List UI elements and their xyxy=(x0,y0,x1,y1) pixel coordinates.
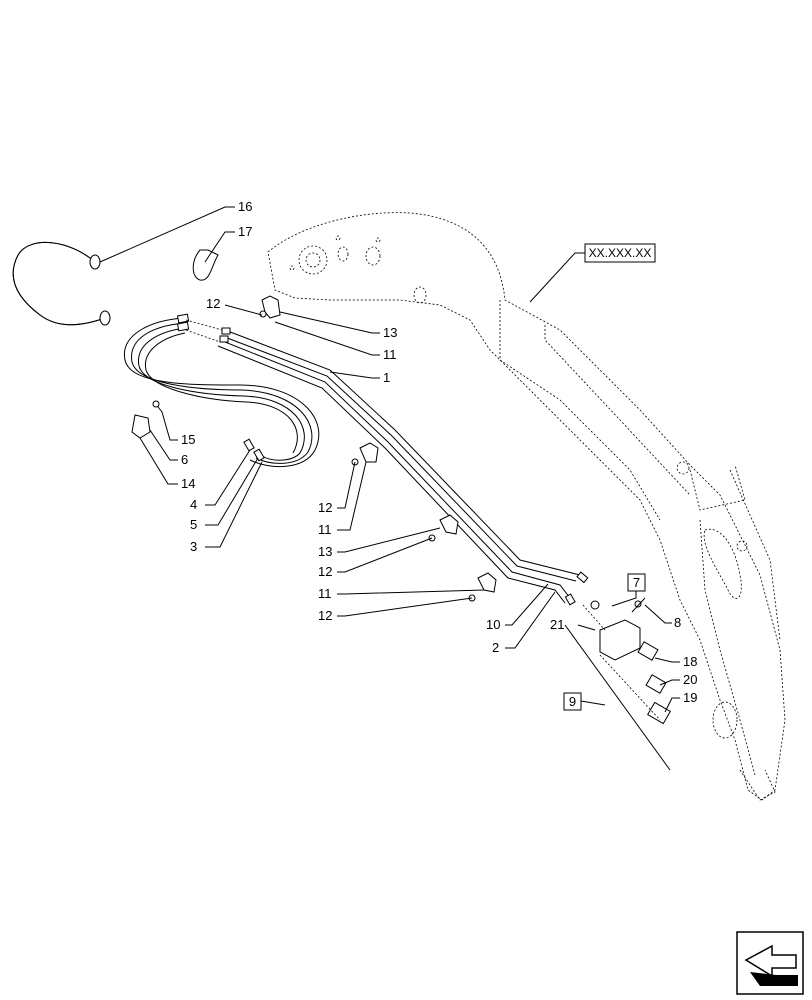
callout-18: 18 xyxy=(683,654,697,669)
callout-12d: 12 xyxy=(318,608,332,623)
callout-11b: 11 xyxy=(318,522,332,537)
callout-6: 6 xyxy=(181,452,188,467)
callout-19: 19 xyxy=(683,690,697,705)
callout-13a: 13 xyxy=(383,325,397,340)
callout-20: 20 xyxy=(683,672,697,687)
reference-box-label: XX.XXX.XX xyxy=(589,246,652,260)
hose-bundle xyxy=(124,313,320,468)
callout-12b: 12 xyxy=(318,500,332,515)
callout-17: 17 xyxy=(238,224,252,239)
callout-11c: 11 xyxy=(318,586,332,601)
callout-4: 4 xyxy=(190,497,197,512)
callout-3: 3 xyxy=(190,539,197,554)
callout-14: 14 xyxy=(181,476,195,491)
callout-12a: 12 xyxy=(206,296,220,311)
boom-arm xyxy=(267,212,786,801)
valve-assembly xyxy=(564,597,671,771)
callout-21: 21 xyxy=(550,617,564,632)
callout-7: 7 xyxy=(633,575,640,590)
hose-part-16 xyxy=(12,241,111,326)
callout-9: 9 xyxy=(569,694,576,709)
reference-box: XX.XXX.XX xyxy=(529,243,656,303)
tie-part-17 xyxy=(192,249,219,281)
callout-5: 5 xyxy=(190,517,197,532)
callout-2: 2 xyxy=(492,640,499,655)
callout-13b: 13 xyxy=(318,544,332,559)
callout-1: 1 xyxy=(383,370,390,385)
callout-15: 15 xyxy=(181,432,195,447)
hydraulic-pipes xyxy=(185,319,589,606)
callout-leaders xyxy=(99,206,680,713)
callout-labels: 16 17 12 13 11 1 15 6 14 4 5 3 12 11 13 … xyxy=(181,199,697,705)
callout-8: 8 xyxy=(674,615,681,630)
clamps xyxy=(131,295,497,602)
callout-11a: 11 xyxy=(383,347,397,362)
callout-10: 10 xyxy=(486,617,500,632)
callout-12c: 12 xyxy=(318,564,332,579)
next-page-arrow-icon[interactable] xyxy=(736,931,804,995)
callout-16: 16 xyxy=(238,199,252,214)
